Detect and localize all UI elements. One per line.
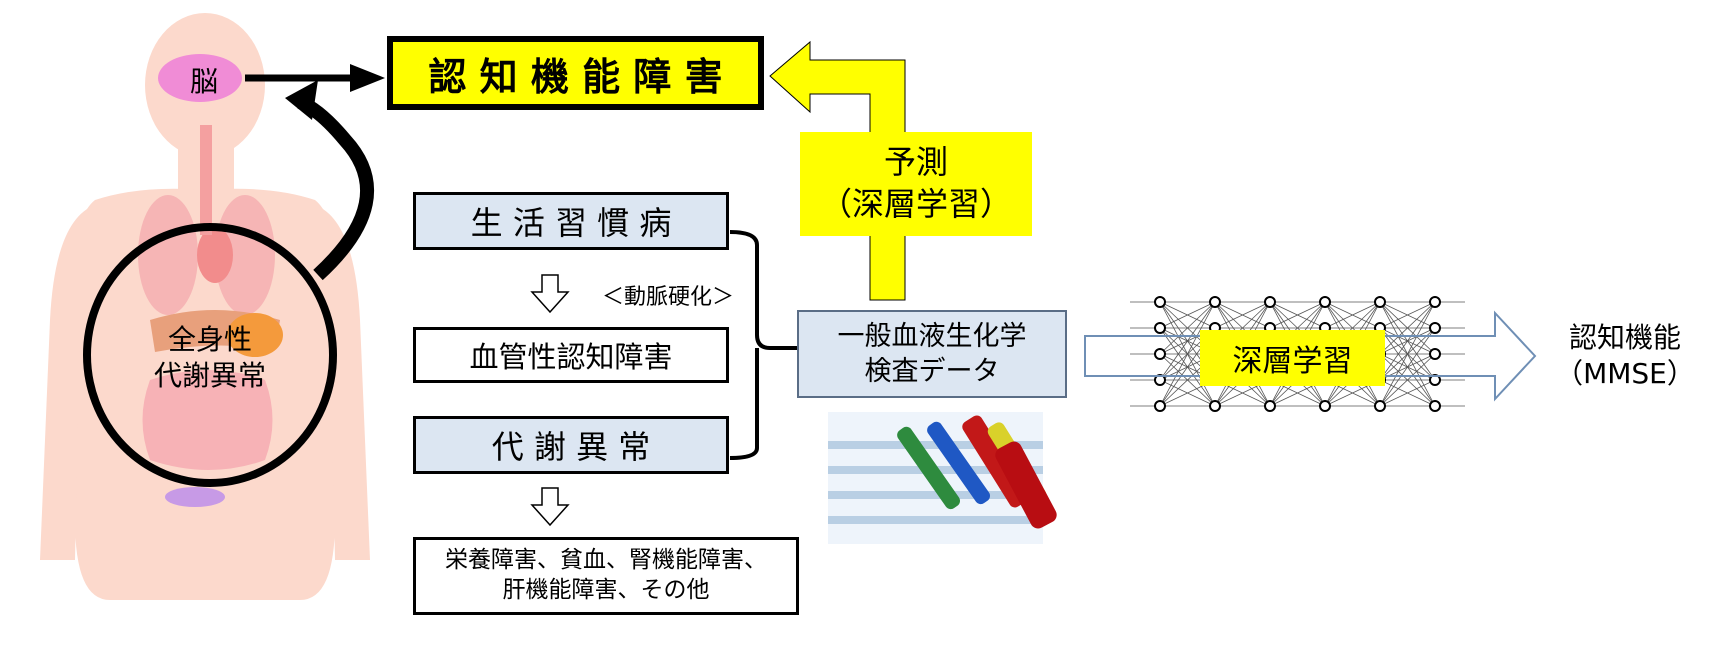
intestine-shape (142, 370, 273, 470)
nn-connection (1159, 301, 1216, 407)
lung-left-shape (138, 195, 198, 315)
curved-arrow-to-brain (297, 95, 374, 281)
metabolic-label: 全身性 代謝異常 (140, 318, 280, 398)
output-line1: 認知機能 (1568, 320, 1681, 354)
nn-connection (1379, 353, 1436, 407)
arteriosclerosis-label: ＜動脈硬化＞ (601, 285, 734, 310)
nn-node (1209, 296, 1221, 308)
esophagus-shape (200, 125, 212, 235)
blood-data-line1: 一般血液生化学 (837, 320, 1027, 352)
vascular-dementia-box: 血管性認知障害 (413, 327, 729, 383)
curved-arrow-head (285, 80, 318, 120)
nn-node (1374, 296, 1386, 308)
kidney-shape (165, 487, 225, 507)
nn-connection (1159, 301, 1216, 381)
deep-learning-arrow (1084, 310, 1537, 402)
stomach-shape (227, 313, 283, 357)
blood-data-line2: 検査データ (864, 356, 1000, 387)
heart-shape (197, 227, 233, 283)
bracket-connector (729, 230, 810, 460)
nn-node (1319, 400, 1331, 412)
nn-node (1264, 400, 1276, 412)
brain-shape (158, 54, 242, 102)
metabolic-circle (83, 223, 337, 487)
nn-node (1429, 348, 1441, 360)
nn-node (1154, 322, 1166, 334)
nn-connection (1379, 301, 1436, 407)
nn-node (1154, 348, 1166, 360)
blood-data-box: 一般血液生化学 検査データ (797, 310, 1067, 398)
lifestyle-disease-box: 生 活 習 慣 病 (413, 192, 729, 250)
nn-node (1429, 296, 1441, 308)
nn-connection (1379, 301, 1436, 355)
nn-node (1319, 296, 1331, 308)
nn-connection (1269, 301, 1326, 329)
nn-node (1374, 400, 1386, 412)
nn-node (1209, 400, 1221, 412)
output-line2: （MMSE） (1555, 357, 1695, 390)
blood-test-photo (828, 412, 1057, 544)
nn-connection (1324, 301, 1381, 329)
prediction-line1: 予測 (883, 143, 948, 182)
nn-connection (1159, 301, 1216, 355)
nn-node (1264, 296, 1276, 308)
prediction-line2: （深層学習） (819, 185, 1012, 223)
cognitive-impairment-box: 認 知 機 能 障 害 (387, 36, 764, 110)
prediction-label: 予測 （深層学習） (800, 132, 1032, 236)
nn-connection (1379, 301, 1436, 329)
nn-connection (1379, 301, 1436, 381)
deep-learning-label: 深層学習 (1200, 330, 1385, 386)
left-arm-shape (40, 205, 95, 560)
nn-connection (1214, 301, 1271, 329)
nn-node (1429, 322, 1441, 334)
down-arrow-2 (530, 487, 570, 527)
other-conditions-line2: 肝機能障害、その他 (502, 577, 710, 603)
nn-node (1429, 400, 1441, 412)
nn-node (1154, 400, 1166, 412)
output-label: 認知機能 （MMSE） (1540, 316, 1710, 396)
right-arm-shape (315, 205, 370, 560)
brain-to-cognition-arrowhead (350, 64, 385, 92)
metabolic-abnormality-box: 代 謝 異 常 (413, 416, 729, 474)
nn-connection (1379, 327, 1436, 407)
nn-node (1154, 296, 1166, 308)
nn-connection (1159, 301, 1216, 329)
brain-label: 脳 (189, 65, 218, 98)
nn-connection (1379, 379, 1436, 407)
other-conditions-box: 栄養障害、貧血、腎機能障害、 肝機能障害、その他 (413, 537, 799, 615)
down-arrow-1 (530, 274, 570, 314)
metabolic-label-line2: 代謝異常 (153, 359, 266, 392)
metabolic-label-line1: 全身性 (167, 322, 252, 356)
other-conditions-line1: 栄養障害、貧血、腎機能障害、 (445, 547, 767, 574)
